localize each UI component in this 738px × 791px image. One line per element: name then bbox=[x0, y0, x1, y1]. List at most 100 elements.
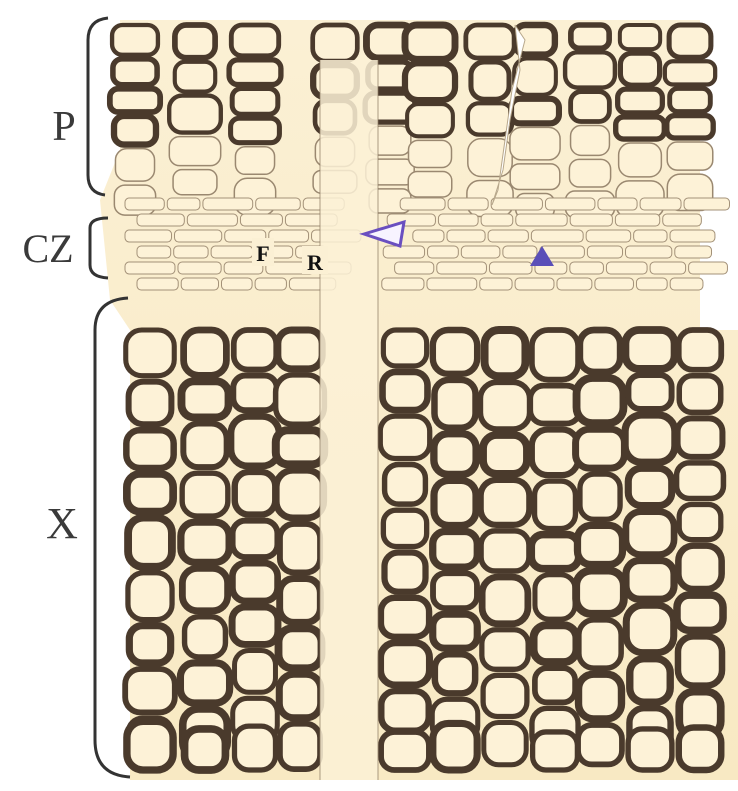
cambial-cell bbox=[670, 278, 703, 290]
xylem-cell bbox=[235, 472, 276, 515]
cambial-cell bbox=[167, 198, 200, 210]
xylem-cell bbox=[535, 481, 576, 528]
xylem-cell bbox=[679, 330, 722, 370]
xylem-cell bbox=[184, 330, 227, 375]
cambial-cell bbox=[675, 246, 712, 258]
phloem-cell bbox=[514, 59, 556, 95]
xylem-cell bbox=[235, 650, 276, 692]
cambial-cell bbox=[178, 262, 221, 274]
cambial-cell bbox=[137, 246, 171, 258]
cambial-cell bbox=[269, 230, 309, 242]
cambial-cell bbox=[670, 230, 715, 242]
xylem-cell bbox=[234, 330, 276, 370]
phloem-cell bbox=[468, 103, 512, 134]
xylem-cell bbox=[481, 531, 529, 571]
xylem-cell bbox=[481, 480, 530, 525]
cambial-cell bbox=[125, 262, 175, 274]
cambial-cell bbox=[137, 278, 178, 290]
xylem-cell bbox=[380, 416, 429, 458]
phloem-cell bbox=[169, 137, 220, 166]
cambial-cell bbox=[545, 198, 594, 210]
xylem-cell bbox=[433, 614, 478, 648]
xylem-cell bbox=[678, 636, 722, 685]
xylem-cell bbox=[232, 607, 278, 644]
xylem-cell bbox=[576, 571, 624, 614]
phloem-cell bbox=[667, 142, 713, 170]
xylem-cell bbox=[434, 380, 475, 428]
phloem-cell bbox=[665, 61, 715, 84]
cambial-cell bbox=[531, 230, 583, 242]
xylem-cell bbox=[678, 546, 721, 589]
cambial-cell bbox=[515, 278, 554, 290]
xylem-cell bbox=[577, 378, 624, 423]
xylem-cell bbox=[182, 568, 227, 610]
cambial-cell bbox=[489, 262, 532, 274]
phloem-cell bbox=[619, 143, 662, 177]
phloem-cell bbox=[667, 116, 713, 138]
phloem-cell bbox=[616, 117, 665, 139]
xylem-cell bbox=[677, 595, 723, 630]
phloem-cell bbox=[175, 25, 215, 58]
xylem-cell bbox=[279, 628, 322, 668]
cambial-cell bbox=[650, 262, 686, 274]
cambial-cell bbox=[221, 278, 252, 290]
xylem-cell bbox=[233, 376, 277, 411]
xylem-cell bbox=[129, 382, 172, 425]
phloem-cell bbox=[618, 89, 663, 113]
xylem-cell bbox=[181, 381, 228, 417]
xylem-label: X bbox=[46, 499, 78, 548]
cambial-cell bbox=[438, 214, 478, 226]
xylem-cell bbox=[533, 732, 578, 770]
cambial-cell bbox=[383, 246, 424, 258]
cambial-cell bbox=[413, 230, 444, 242]
xylem-cell bbox=[384, 553, 425, 592]
phloem-cell bbox=[112, 25, 158, 55]
xylem-cell bbox=[383, 510, 426, 546]
phloem-cell bbox=[313, 25, 358, 61]
xylem-cell bbox=[278, 330, 322, 369]
cambial-cell bbox=[448, 198, 488, 210]
cambial-cell bbox=[606, 262, 647, 274]
phloem-cell bbox=[511, 99, 559, 123]
phloem-bracket bbox=[88, 18, 108, 195]
phloem-cell bbox=[115, 149, 154, 182]
cambial-cell bbox=[256, 198, 301, 210]
cambial-cell bbox=[684, 198, 729, 210]
xylem-cell bbox=[434, 480, 476, 525]
phloem-cell bbox=[407, 104, 453, 136]
phloem-cell bbox=[571, 92, 610, 122]
xylem-cell bbox=[628, 375, 671, 409]
xylem-cell bbox=[580, 474, 620, 519]
cambial-cell bbox=[480, 278, 512, 290]
phloem-cell bbox=[510, 164, 560, 190]
cambial-cell bbox=[570, 262, 604, 274]
xylem-cell bbox=[185, 617, 226, 657]
phloem-cell bbox=[571, 25, 609, 48]
cambial-cell bbox=[211, 246, 253, 258]
phloem-cell bbox=[669, 25, 711, 57]
xylem-cell bbox=[232, 563, 277, 601]
phloem-cell bbox=[620, 53, 659, 85]
xylem-cell bbox=[626, 605, 673, 652]
fusiform-label: F bbox=[256, 241, 269, 266]
cambial-cell bbox=[557, 278, 592, 290]
cambial-cell bbox=[400, 198, 445, 210]
cambial-cell bbox=[125, 198, 164, 210]
xylem-cell bbox=[628, 468, 671, 505]
phloem-cell-layer bbox=[110, 25, 715, 218]
phloem-cell bbox=[510, 127, 560, 160]
xylem-cell bbox=[482, 577, 528, 624]
xylem-cell bbox=[577, 525, 622, 564]
cambial-cell bbox=[382, 278, 424, 290]
phloem-cell bbox=[565, 52, 615, 87]
phloem-cell bbox=[169, 96, 221, 133]
phloem-cell bbox=[231, 25, 278, 56]
xylem-cell bbox=[679, 376, 720, 413]
cambial-cell bbox=[587, 246, 622, 258]
xylem-cell bbox=[381, 732, 429, 770]
xylem-cell bbox=[276, 375, 325, 424]
cambial-cell bbox=[636, 278, 667, 290]
xylem-cell bbox=[532, 430, 578, 476]
cambial-cell bbox=[634, 230, 667, 242]
